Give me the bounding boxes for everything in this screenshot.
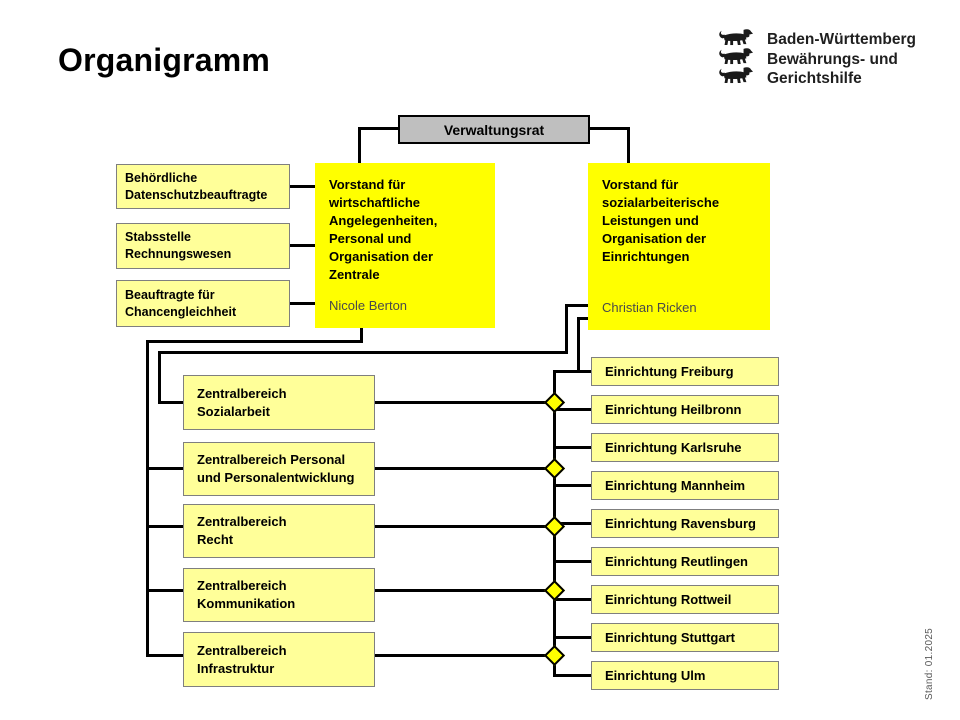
connector-line xyxy=(375,654,556,657)
zentralbereich-sozialarbeit-box: Zentralbereich Sozialarbeit xyxy=(183,375,375,430)
lion-icon xyxy=(719,67,754,84)
einrichtung-label: Einrichtung Stuttgart xyxy=(605,630,735,645)
connector-line xyxy=(146,340,149,657)
staff-unit-label: Stabsstelle Rechnungswesen xyxy=(125,230,232,261)
connector-line xyxy=(375,525,556,528)
vorstand-sozialarbeiterisch-box: Vorstand für sozialarbeiterische Leistun… xyxy=(588,163,770,330)
einrichtung-mannheim-box: Einrichtung Mannheim xyxy=(591,471,779,500)
connector-line xyxy=(553,522,591,525)
connector-line xyxy=(565,304,568,354)
connector-line xyxy=(553,674,591,677)
logo-line-1: Baden-Württemberg xyxy=(767,31,916,48)
page-title: Organigramm xyxy=(58,42,271,78)
einrichtung-ravensburg-box: Einrichtung Ravensburg xyxy=(591,509,779,538)
connector-line xyxy=(146,340,363,343)
einrichtung-label: Einrichtung Karlsruhe xyxy=(605,440,742,455)
connector-line xyxy=(553,598,591,601)
zentralbereich-personal-box: Zentralbereich Personal und Personalentw… xyxy=(183,442,375,496)
staff-unit-chancengleichheit-box: Beauftragte für Chancengleichheit xyxy=(116,280,290,327)
einrichtung-label: Einrichtung Heilbronn xyxy=(605,402,742,417)
connector-line xyxy=(577,317,588,320)
einrichtung-label: Einrichtung Ravensburg xyxy=(605,516,756,531)
einrichtung-rottweil-box: Einrichtung Rottweil xyxy=(591,585,779,614)
junction-diamond xyxy=(543,644,566,667)
bw-logo: Baden-Württemberg Bewährungs- und Gerich… xyxy=(716,27,916,89)
einrichtung-label: Einrichtung Mannheim xyxy=(605,478,746,493)
connector-line xyxy=(553,446,591,449)
connector-line xyxy=(146,654,183,657)
zentralbereich-infrastruktur-box: Zentralbereich Infrastruktur xyxy=(183,632,375,687)
einrichtung-karlsruhe-box: Einrichtung Karlsruhe xyxy=(591,433,779,462)
staff-unit-rechnungswesen-box: Stabsstelle Rechnungswesen xyxy=(116,223,290,269)
connector-line xyxy=(158,351,161,404)
junction-diamond xyxy=(543,457,566,480)
stand-label: Stand: 01.2025 xyxy=(924,627,935,700)
connector-line xyxy=(146,589,183,592)
connector-line xyxy=(553,370,591,373)
connector-line xyxy=(358,127,361,165)
vorstand-sozialarbeiterisch-name: Christian Ricken xyxy=(602,300,697,315)
logo-text: Baden-Württemberg Bewährungs- und Gerich… xyxy=(767,27,916,89)
einrichtung-reutlingen-box: Einrichtung Reutlingen xyxy=(591,547,779,576)
connector-line xyxy=(290,302,315,305)
logo-line-3: Gerichtshilfe xyxy=(767,70,862,87)
connector-line xyxy=(553,560,591,563)
einrichtung-label: Einrichtung Freiburg xyxy=(605,364,734,379)
vorstand-wirtschaftlich-name: Nicole Berton xyxy=(329,298,408,313)
lion-icon xyxy=(719,29,754,46)
einrichtung-label: Einrichtung Reutlingen xyxy=(605,554,748,569)
connector-line xyxy=(588,127,630,130)
zentralbereich-kommunikation-box: Zentralbereich Kommunikation xyxy=(183,568,375,622)
zentralbereich-label: Zentralbereich Recht xyxy=(197,514,287,547)
einrichtung-ulm-box: Einrichtung Ulm xyxy=(591,661,779,690)
einrichtung-heilbronn-box: Einrichtung Heilbronn xyxy=(591,395,779,424)
connector-line xyxy=(358,127,400,130)
staff-unit-label: Behördliche Datenschutzbeauftragte xyxy=(125,170,268,202)
connector-line xyxy=(158,401,185,404)
connector-line xyxy=(565,304,588,307)
zentralbereich-label: Zentralbereich Personal und Personalentw… xyxy=(197,452,355,485)
connector-line xyxy=(375,589,556,592)
connector-line xyxy=(577,317,580,373)
lion-icon xyxy=(719,48,754,65)
vorstand-wirtschaftlich-box: Vorstand für wirtschaftliche Angelegenhe… xyxy=(315,163,495,328)
connector-line xyxy=(360,328,363,343)
einrichtung-label: Einrichtung Rottweil xyxy=(605,592,732,607)
staff-unit-label: Beauftragte für Chancengleichheit xyxy=(125,287,237,319)
connector-line xyxy=(627,127,630,165)
einrichtung-label: Einrichtung Ulm xyxy=(605,668,706,683)
connector-line xyxy=(146,525,183,528)
logo-line-2: Bewährungs- und xyxy=(767,50,898,68)
connector-line xyxy=(158,351,568,354)
einrichtung-freiburg-box: Einrichtung Freiburg xyxy=(591,357,779,386)
connector-line xyxy=(553,484,591,487)
vorstand-sozialarbeiterisch-title: Vorstand für sozialarbeiterische Leistun… xyxy=(602,177,720,264)
zentralbereich-recht-box: Zentralbereich Recht xyxy=(183,504,375,558)
connector-line xyxy=(375,401,556,404)
einrichtung-stuttgart-box: Einrichtung Stuttgart xyxy=(591,623,779,652)
vorstand-wirtschaftlich-title: Vorstand für wirtschaftliche Angelegenhe… xyxy=(329,177,438,282)
bw-lions-icon xyxy=(716,27,754,89)
verwaltungsrat-label: Verwaltungsrat xyxy=(443,121,545,138)
zentralbereich-label: Zentralbereich Infrastruktur xyxy=(197,642,287,676)
connector-line xyxy=(375,467,556,470)
zentralbereich-label: Zentralbereich Sozialarbeit xyxy=(197,385,287,419)
connector-line xyxy=(290,244,315,247)
connector-line xyxy=(553,408,591,411)
junction-diamond xyxy=(543,515,566,538)
connector-line xyxy=(290,185,315,188)
connector-line xyxy=(146,467,183,470)
zentralbereich-label: Zentralbereich Kommunikation xyxy=(197,578,296,611)
staff-unit-datenschutz-box: Behördliche Datenschutzbeauftragte xyxy=(116,164,290,209)
connector-line xyxy=(553,636,591,639)
verwaltungsrat-box: Verwaltungsrat xyxy=(398,115,590,144)
